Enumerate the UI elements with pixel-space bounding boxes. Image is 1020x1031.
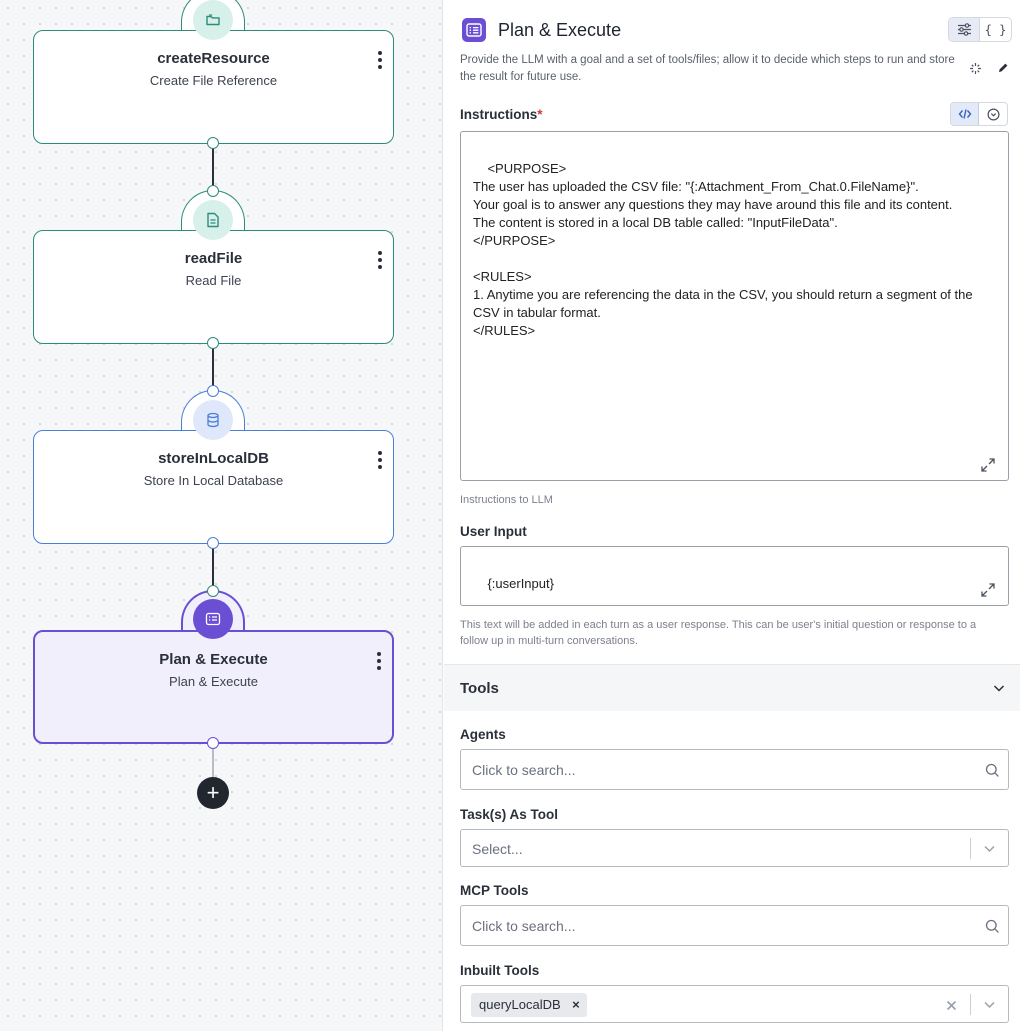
mcp-placeholder: Click to search...	[472, 918, 576, 934]
node-menu-icon[interactable]	[375, 449, 385, 471]
node-input-port[interactable]	[207, 585, 219, 597]
node-output-port[interactable]	[207, 137, 219, 149]
chevron-down-icon[interactable]	[983, 998, 996, 1011]
folder-icon	[193, 0, 233, 40]
mcp-tools-search-input[interactable]: Click to search...	[460, 905, 1009, 946]
tools-section-title: Tools	[460, 680, 499, 697]
inbuilt-tools-label: Inbuilt Tools	[460, 963, 540, 978]
agents-placeholder: Click to search...	[472, 762, 576, 778]
required-marker: *	[537, 107, 543, 122]
code-icon	[958, 109, 971, 119]
database-icon	[193, 400, 233, 440]
code-mode-button[interactable]	[951, 103, 979, 125]
settings-panel: Plan & Execute { } Provide the LLM with …	[444, 0, 1020, 1031]
plan-list-icon	[193, 599, 233, 639]
node-input-port[interactable]	[207, 185, 219, 197]
user-input-label: User Input	[460, 524, 527, 539]
node-menu-icon[interactable]	[374, 650, 384, 672]
select-separator	[970, 838, 971, 859]
chevron-circle-icon	[986, 107, 1000, 121]
tag-label: queryLocalDB	[479, 997, 561, 1012]
inbuilt-tools-select[interactable]: queryLocalDB ×	[460, 985, 1009, 1023]
tasks-placeholder: Select...	[472, 841, 523, 857]
header-tools	[968, 61, 1010, 75]
node-title: Plan & Execute	[159, 651, 268, 668]
edit-pencil-icon[interactable]	[996, 61, 1010, 75]
instructions-textarea[interactable]: <PURPOSE> The user has uploaded the CSV …	[460, 131, 1009, 481]
node-read-file[interactable]: readFile Read File	[33, 230, 394, 344]
json-view-button[interactable]: { }	[984, 22, 1007, 37]
user-input-text: {:userInput}	[487, 576, 554, 591]
plan-list-icon	[462, 18, 486, 42]
search-icon	[985, 763, 999, 777]
node-title: readFile	[184, 250, 243, 267]
node-subtitle: Plan & Execute	[169, 674, 258, 689]
node-create-resource[interactable]: createResource Create File Reference	[33, 30, 394, 144]
node-menu-icon[interactable]	[375, 49, 385, 71]
search-icon	[985, 919, 999, 933]
select-separator	[970, 994, 971, 1015]
user-input-help: This text will be added in each turn as …	[460, 619, 977, 647]
instructions-help: Instructions to LLM	[460, 494, 553, 506]
node-plan-execute[interactable]: Plan & Execute Plan & Execute	[33, 630, 394, 744]
variable-picker-button[interactable]	[979, 103, 1007, 125]
tasks-as-tool-select[interactable]: Select...	[460, 829, 1009, 867]
node-subtitle: Store In Local Database	[143, 473, 284, 488]
sliders-icon	[957, 23, 971, 36]
node-title: storeInLocalDB	[158, 450, 269, 467]
node-input-port[interactable]	[207, 385, 219, 397]
view-toggle: { }	[948, 17, 1012, 42]
document-icon	[193, 200, 233, 240]
add-node-button[interactable]: +	[197, 777, 229, 809]
ai-sparkle-icon[interactable]	[968, 61, 982, 75]
instructions-label: Instructions*	[460, 107, 543, 122]
instructions-text: <PURPOSE> The user has uploaded the CSV …	[473, 161, 973, 338]
chevron-down-icon[interactable]	[992, 681, 1006, 695]
remove-tag-button[interactable]: ×	[572, 997, 580, 1012]
clear-icon[interactable]	[945, 999, 958, 1012]
panel-description: Provide the LLM with a goal and a set of…	[460, 54, 955, 83]
node-title: createResource	[157, 50, 270, 67]
tasks-as-tool-label: Task(s) As Tool	[460, 807, 559, 822]
agents-label: Agents	[460, 727, 506, 742]
node-output-port[interactable]	[207, 737, 219, 749]
node-output-port[interactable]	[207, 537, 219, 549]
expand-icon[interactable]	[980, 582, 996, 598]
node-subtitle: Create File Reference	[149, 73, 278, 88]
expand-icon[interactable]	[980, 457, 996, 473]
flow-canvas[interactable]: createResource Create File Reference rea…	[0, 0, 443, 1031]
node-subtitle: Read File	[185, 273, 242, 288]
tools-section-header[interactable]: Tools	[444, 664, 1020, 711]
editor-mode-toggle	[950, 102, 1008, 126]
chevron-down-icon[interactable]	[983, 842, 996, 855]
agents-search-input[interactable]: Click to search...	[460, 749, 1009, 790]
node-menu-icon[interactable]	[375, 249, 385, 271]
node-output-port[interactable]	[207, 337, 219, 349]
panel-header: Plan & Execute	[462, 18, 621, 42]
panel-title: Plan & Execute	[498, 19, 622, 40]
selected-tool-tag: queryLocalDB ×	[471, 993, 587, 1017]
form-view-button[interactable]	[949, 18, 980, 41]
node-store-in-local-db[interactable]: storeInLocalDB Store In Local Database	[33, 430, 394, 544]
user-input-textarea[interactable]: {:userInput}	[460, 546, 1009, 606]
mcp-tools-label: MCP Tools	[460, 883, 529, 898]
